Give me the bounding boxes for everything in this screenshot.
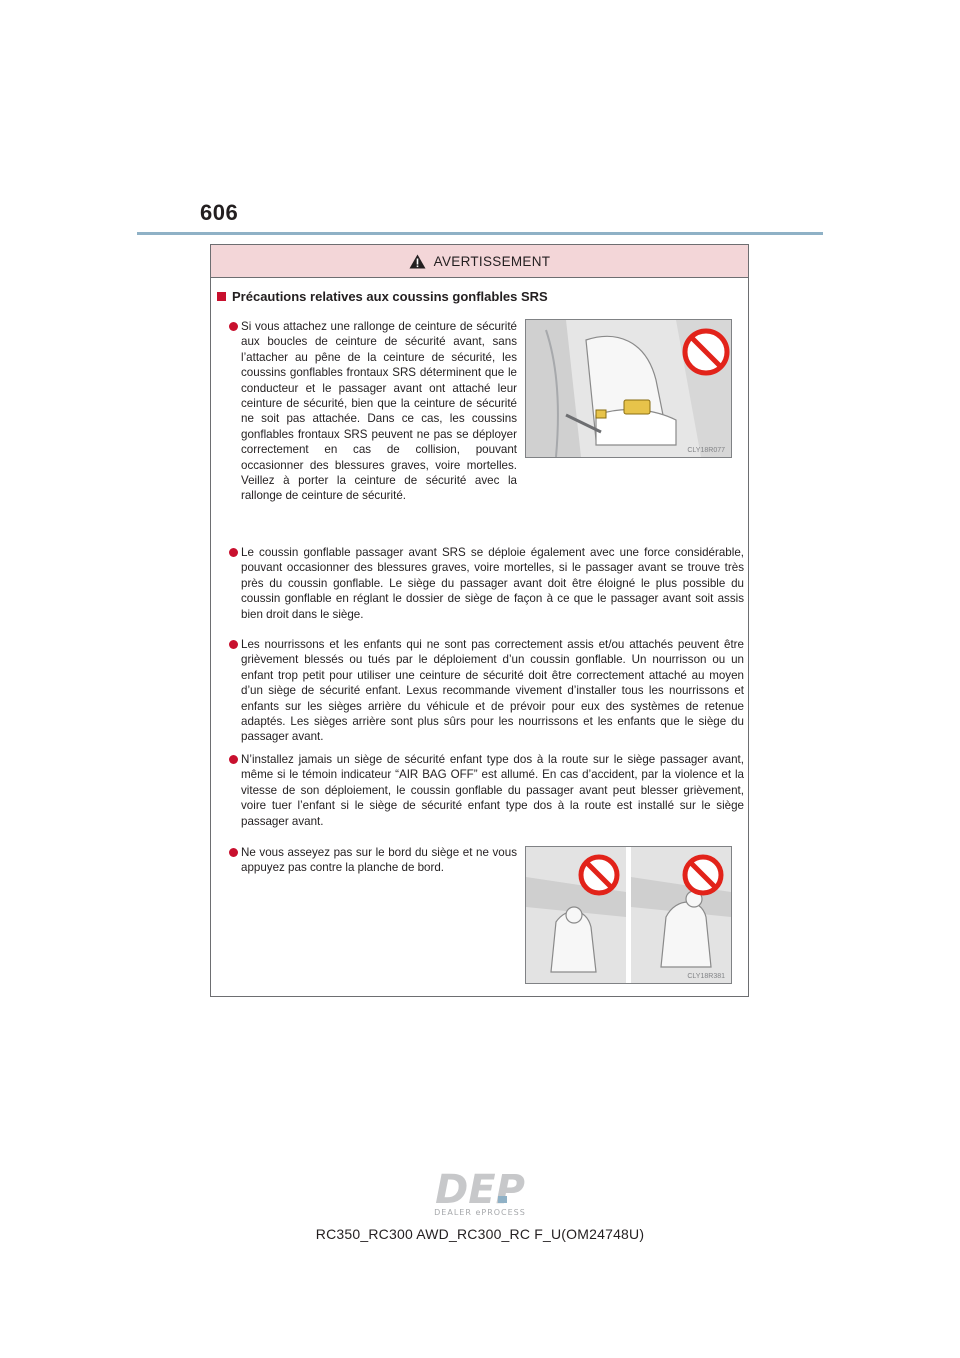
logo-subtitle: DEALER ePROCESS <box>434 1208 526 1217</box>
warning-triangle-icon <box>409 254 426 268</box>
bullet-text: Si vous attachez une rallonge de ceintur… <box>241 320 517 503</box>
bullet-text: Ne vous asseyez pas sur le bord du siège… <box>241 846 517 875</box>
bullet-dot-icon <box>229 848 238 857</box>
dealer-eprocess-logo: DEP DEALER ePROCESS <box>434 1167 526 1217</box>
warning-bullet-seatbelt-extender: Si vous attachez une rallonge de ceintur… <box>227 319 517 504</box>
logo-text: DEP <box>435 1167 525 1213</box>
section-title: Précautions relatives aux coussins gonfl… <box>217 289 548 304</box>
warning-bullet-seat-edge: Ne vous asseyez pas sur le bord du siège… <box>227 845 517 876</box>
bullet-dot-icon <box>229 755 238 764</box>
warning-box: AVERTISSEMENT Précautions relatives aux … <box>210 244 749 997</box>
figure-code: CLY18R077 <box>687 447 725 454</box>
footer-model-code: RC350_RC300 AWD_RC300_RC F_U(OM24748U) <box>315 1226 645 1242</box>
page-number: 606 <box>200 200 239 225</box>
warning-bullet-rear-facing-seat: N’installez jamais un siège de sécurité … <box>227 752 744 829</box>
bullet-text: Les nourrissons et les enfants qui ne so… <box>241 638 744 744</box>
seat-edge-illustration <box>526 847 731 983</box>
bullet-dot-icon <box>229 640 238 649</box>
bullet-dot-icon <box>229 548 238 557</box>
bullet-text: Le coussin gonflable passager avant SRS … <box>241 546 744 621</box>
warning-bullet-passenger-airbag: Le coussin gonflable passager avant SRS … <box>227 545 744 622</box>
illustration-seatbelt-extender: CLY18R077 <box>525 319 732 458</box>
bullet-dot-icon <box>229 322 238 331</box>
illustration-seat-edge: CLY18R381 <box>525 846 732 984</box>
warning-header: AVERTISSEMENT <box>211 245 748 278</box>
warning-header-label: AVERTISSEMENT <box>433 253 551 269</box>
seatbelt-extender-illustration <box>526 320 731 457</box>
square-bullet-icon <box>217 292 226 301</box>
figure-code: CLY18R381 <box>687 973 725 980</box>
section-title-label: Précautions relatives aux coussins gonfl… <box>232 289 548 304</box>
bullet-text: N’installez jamais un siège de sécurité … <box>241 753 744 828</box>
header-rule <box>137 232 823 235</box>
warning-bullet-children: Les nourrissons et les enfants qui ne so… <box>227 637 744 745</box>
